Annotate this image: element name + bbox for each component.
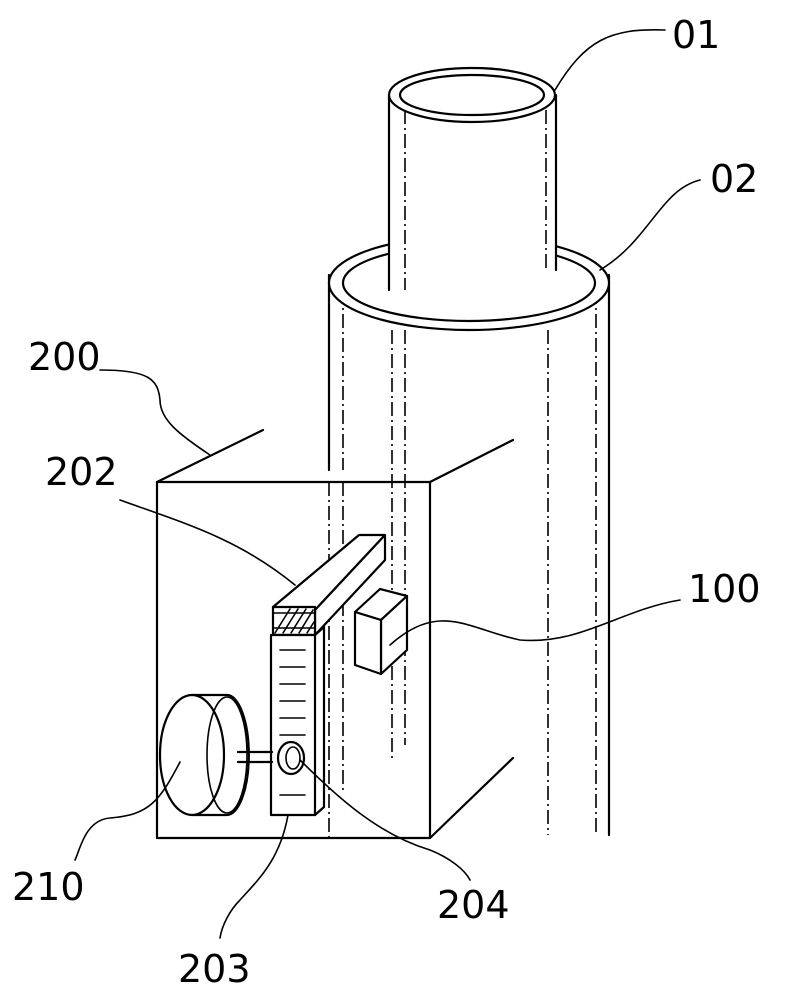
leader-lines xyxy=(74,29,701,939)
gear xyxy=(276,740,306,776)
housing-box xyxy=(155,428,515,840)
labels: 01 02 200 202 100 210 204 203 xyxy=(12,13,761,991)
label-202: 202 xyxy=(45,450,118,494)
sensor-block xyxy=(353,587,409,676)
label-01: 01 xyxy=(672,13,720,57)
arm-beam xyxy=(271,533,387,637)
label-204: 204 xyxy=(437,883,510,927)
label-203: 203 xyxy=(178,947,251,991)
motor xyxy=(158,693,274,817)
label-210: 210 xyxy=(12,865,85,909)
inner-tube xyxy=(387,66,558,835)
label-100: 100 xyxy=(688,567,761,611)
rack xyxy=(269,625,326,817)
label-02: 02 xyxy=(710,157,758,201)
label-200: 200 xyxy=(28,335,101,379)
